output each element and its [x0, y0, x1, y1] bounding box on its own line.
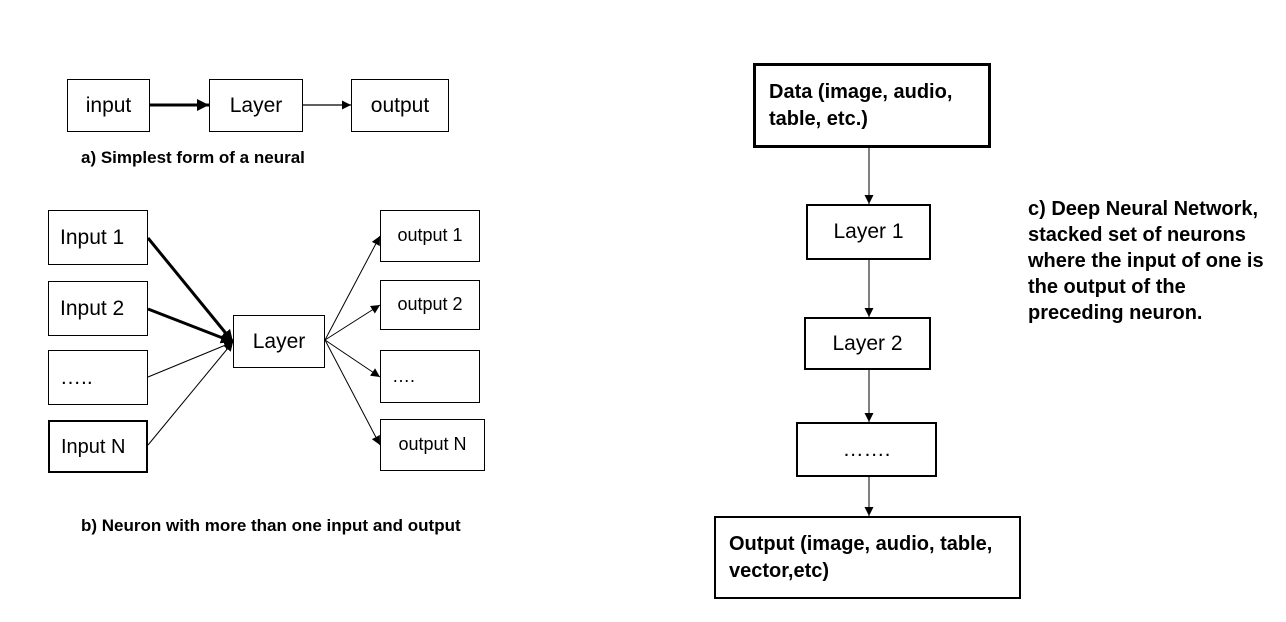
layer-2-node: Layer 2 — [804, 317, 931, 370]
layer-node: Layer — [209, 79, 303, 132]
caption-b: b) Neuron with more than one input and o… — [81, 516, 461, 535]
ellipsis-node: ……. — [796, 422, 937, 477]
output-node-n: output N — [380, 419, 485, 471]
input-node-ellipsis: ….. — [48, 350, 148, 405]
layer-node: Layer — [233, 315, 325, 368]
arrow-inputn-to-layer — [147, 341, 234, 446]
layer-1-node: Layer 1 — [806, 204, 931, 260]
input-node-1: Input 1 — [48, 210, 148, 265]
output-node-2: output 2 — [380, 280, 480, 330]
arrow-layer-to-output2 — [324, 304, 381, 341]
output-node-1: output 1 — [380, 210, 480, 262]
output-node-ellipsis: …. — [380, 350, 480, 403]
arrow-layer-to-output1 — [324, 235, 381, 341]
arrow-layer-to-ellipsis — [324, 339, 381, 378]
input-node-n: Input N — [48, 420, 148, 473]
caption-c: c) Deep Neural Network, stacked set of n… — [1028, 198, 1264, 324]
output-node: output — [351, 79, 449, 132]
caption-a: a) Simplest form of a neural — [81, 148, 305, 167]
arrow-input1-to-layer — [146, 237, 235, 343]
arrow-ellipsis-to-layer — [147, 341, 234, 378]
output-node: Output (image, audio, table, vector,etc) — [714, 516, 1021, 599]
input-node: input — [67, 79, 150, 132]
data-node: Data (image, audio, table, etc.) — [753, 63, 991, 148]
arrow-layer-to-outputn — [324, 339, 381, 446]
arrow-input2-to-layer — [147, 307, 234, 344]
input-node-2: Input 2 — [48, 281, 148, 336]
